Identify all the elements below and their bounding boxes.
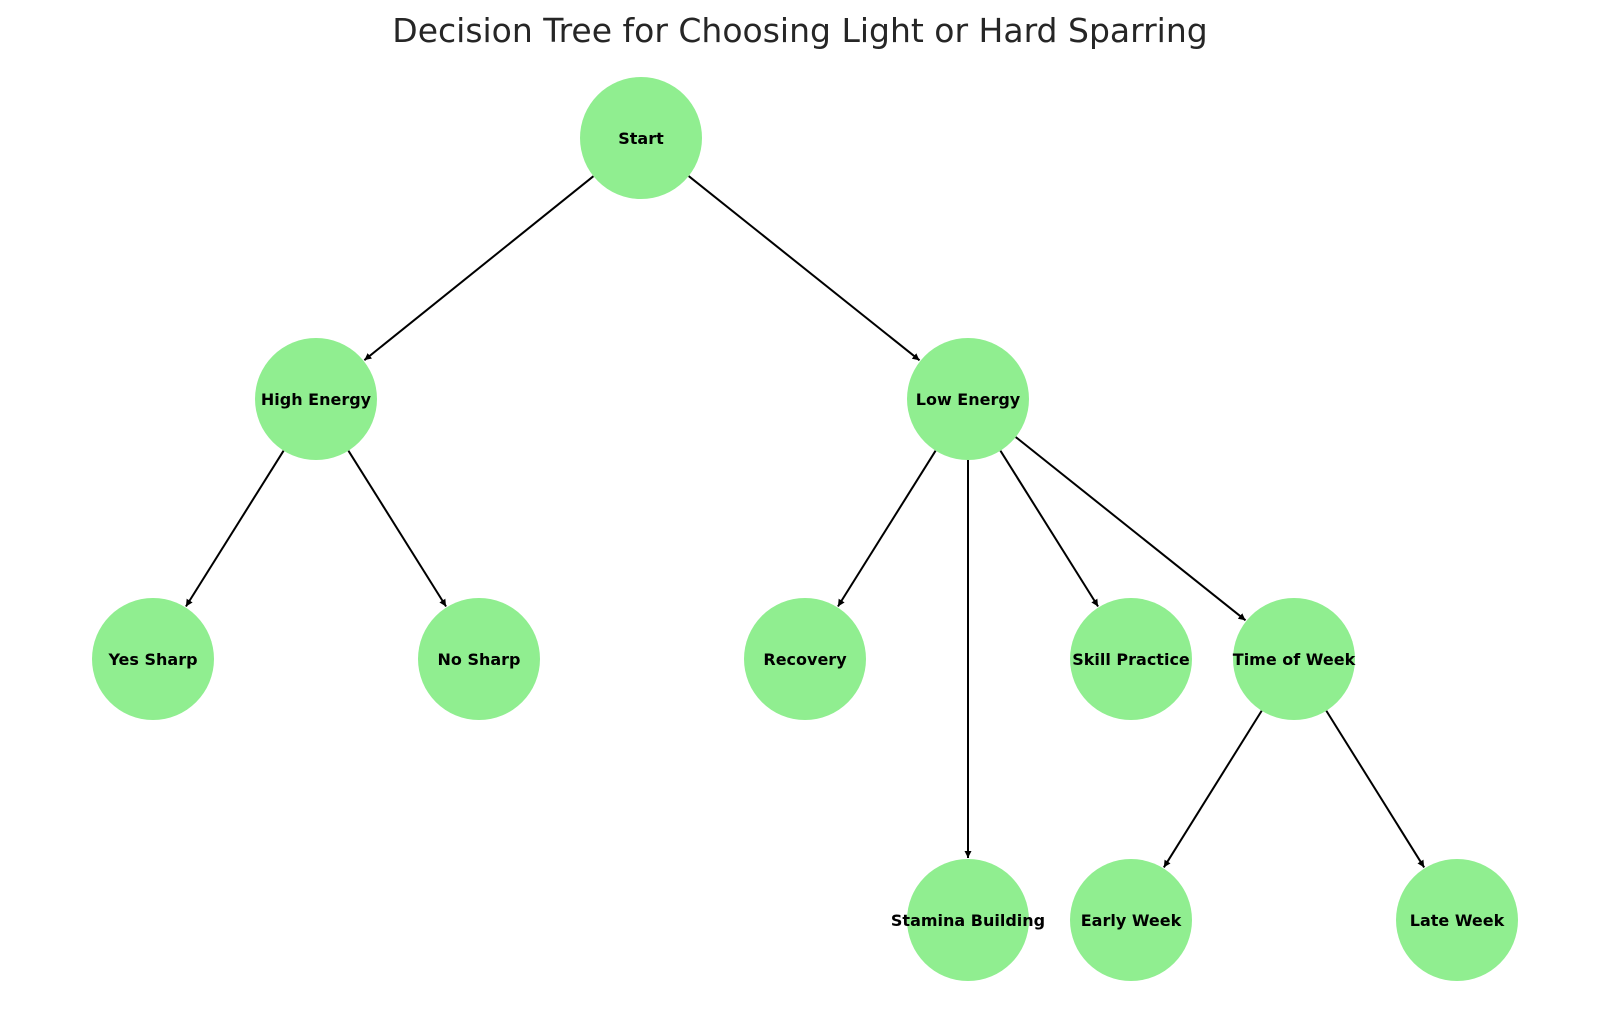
edge-start-to-high-energy bbox=[363, 175, 595, 361]
node-label-no-sharp: No Sharp bbox=[437, 650, 520, 669]
edge-time-of-week-to-early-week bbox=[1162, 710, 1263, 868]
node-circle-yes-sharp bbox=[92, 598, 214, 720]
node-label-high-energy: High Energy bbox=[261, 390, 372, 409]
diagram-title: Decision Tree for Choosing Light or Hard… bbox=[392, 11, 1207, 50]
node-late-week: Late Week bbox=[1396, 859, 1518, 981]
node-label-early-week: Early Week bbox=[1081, 911, 1182, 930]
node-circle-low-energy bbox=[907, 338, 1029, 460]
edge-low-energy-to-time-of-week bbox=[1015, 436, 1247, 622]
node-recovery: Recovery bbox=[744, 598, 866, 720]
edge-high-energy-to-yes-sharp bbox=[185, 450, 285, 608]
node-low-energy: Low Energy bbox=[907, 338, 1029, 460]
node-label-skill-practice: Skill Practice bbox=[1072, 650, 1190, 669]
edge-low-energy-to-recovery bbox=[837, 450, 937, 608]
node-circle-skill-practice bbox=[1070, 598, 1192, 720]
edge-high-energy-to-no-sharp bbox=[347, 450, 447, 608]
node-skill-practice: Skill Practice bbox=[1070, 598, 1192, 720]
node-early-week: Early Week bbox=[1070, 859, 1192, 981]
node-time-of-week: Time of Week bbox=[1233, 598, 1356, 720]
edge-time-of-week-to-late-week bbox=[1325, 710, 1426, 868]
node-label-time-of-week: Time of Week bbox=[1233, 650, 1356, 669]
edge-low-energy-to-skill-practice bbox=[999, 450, 1099, 608]
node-no-sharp: No Sharp bbox=[418, 598, 540, 720]
node-label-yes-sharp: Yes Sharp bbox=[107, 650, 197, 669]
node-high-energy: High Energy bbox=[255, 338, 377, 460]
node-label-recovery: Recovery bbox=[763, 650, 847, 669]
edge-start-to-low-energy bbox=[688, 175, 921, 362]
node-start: Start bbox=[580, 77, 702, 199]
node-circle-time-of-week bbox=[1233, 598, 1355, 720]
node-circle-high-energy bbox=[255, 338, 377, 460]
node-label-low-energy: Low Energy bbox=[916, 390, 1021, 409]
node-label-stamina-building: Stamina Building bbox=[891, 911, 1045, 930]
node-circle-stamina-building bbox=[907, 859, 1029, 981]
node-stamina-building: Stamina Building bbox=[891, 859, 1045, 981]
node-circle-late-week bbox=[1396, 859, 1518, 981]
node-circle-early-week bbox=[1070, 859, 1192, 981]
node-circle-recovery bbox=[744, 598, 866, 720]
node-label-start: Start bbox=[618, 129, 664, 148]
node-circle-start bbox=[580, 77, 702, 199]
edges-layer bbox=[185, 175, 1426, 868]
node-label-late-week: Late Week bbox=[1410, 911, 1505, 930]
node-circle-no-sharp bbox=[418, 598, 540, 720]
node-yes-sharp: Yes Sharp bbox=[92, 598, 214, 720]
